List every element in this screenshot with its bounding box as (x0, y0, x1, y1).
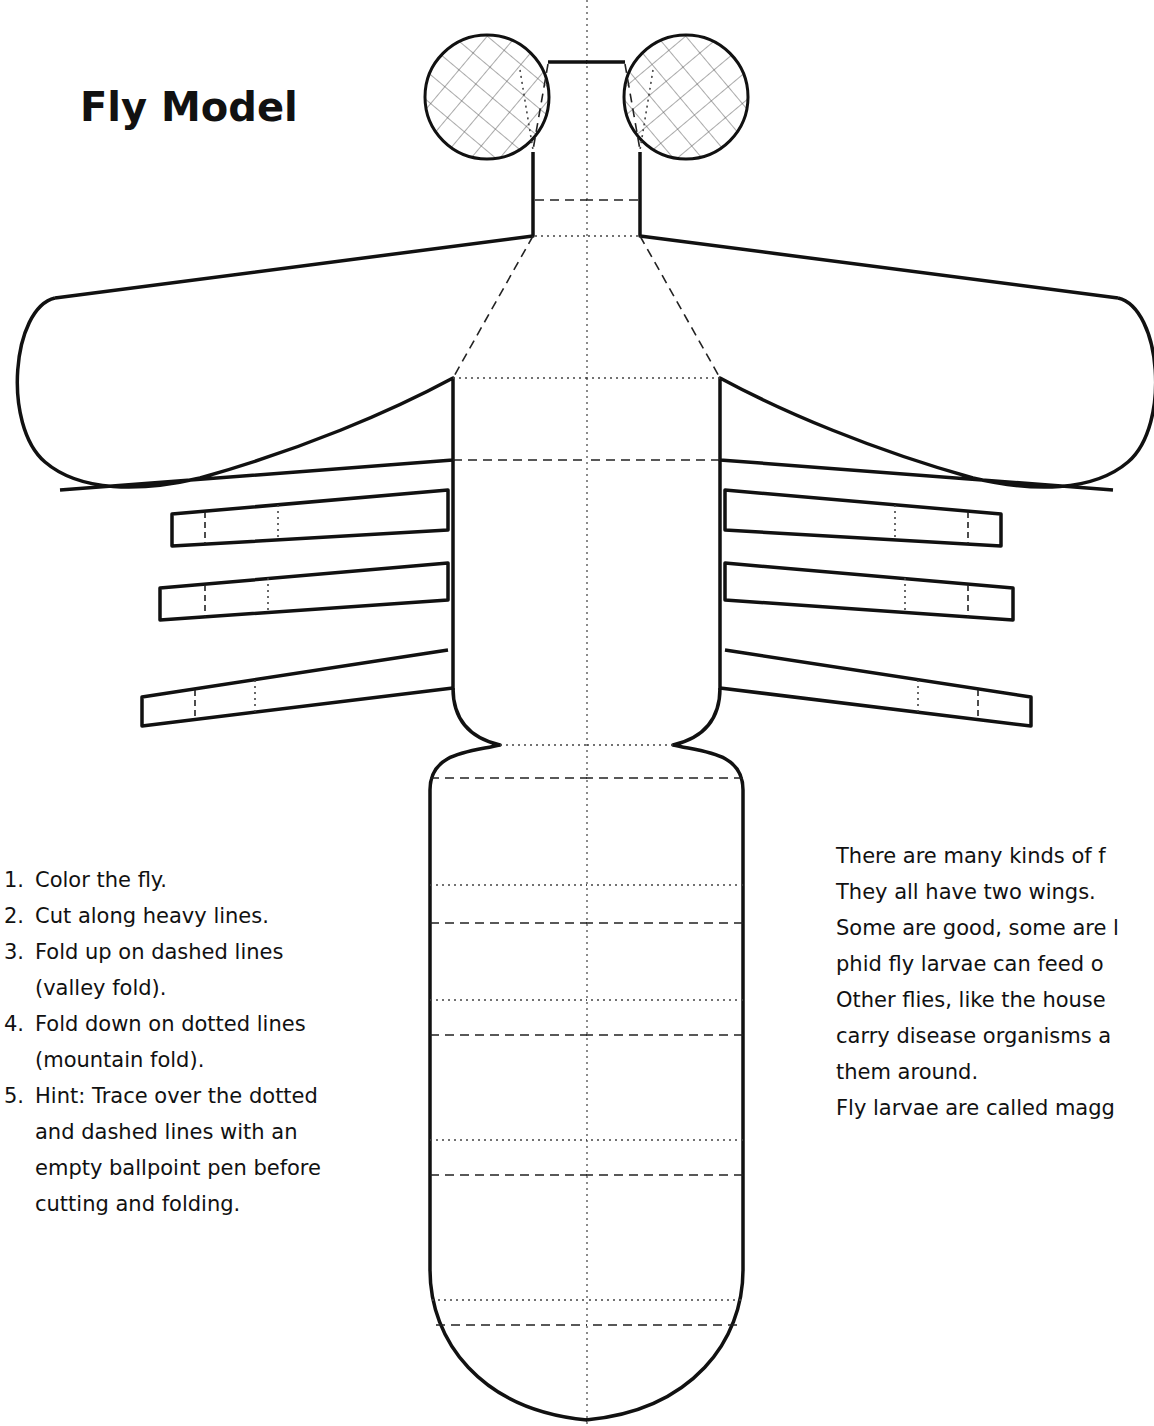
fly-half (17, 35, 587, 1420)
instruction-row: 2. Cut along heavy lines. (0, 898, 340, 934)
step-number: 1. (4, 862, 24, 898)
note-line: They all have two wings. (836, 874, 1096, 910)
step-number: 3. (4, 934, 24, 970)
fly-half-mirror (586, 35, 1154, 1420)
step-number: 4. (4, 1006, 24, 1042)
note-line: them around. (836, 1054, 978, 1090)
note-line: phid fly larvae can feed o (836, 946, 1104, 982)
instruction-row: 3. Fold up on dashed lines (valley fold). (0, 934, 340, 1006)
instruction-row: 4. Fold down on dotted lines (mountain fo… (0, 1006, 340, 1078)
step-number: 5. (4, 1078, 24, 1114)
instruction-text: Color the fly. (35, 862, 335, 898)
note-line: Fly larvae are called magg (836, 1090, 1115, 1126)
instruction-text: Cut along heavy lines. (35, 898, 335, 934)
cut-lines (17, 62, 587, 1420)
eye (425, 35, 549, 159)
instruction-text: Fold down on dotted lines (mountain fold… (35, 1006, 335, 1078)
step-number: 2. (4, 898, 24, 934)
instruction-text: Fold up on dashed lines (valley fold). (35, 934, 335, 1006)
title: Fly Model (80, 84, 298, 130)
center-fold (586, 0, 588, 1426)
note-line: carry disease organisms a (836, 1018, 1111, 1054)
note-line: Other flies, like the house (836, 982, 1106, 1018)
instruction-row: 5. Hint: Trace over the dotted and dashed… (0, 1078, 340, 1222)
note-line: There are many kinds of f (836, 838, 1106, 874)
dotted-folds (255, 70, 587, 1300)
instruction-row: 1. Color the fly. (0, 862, 340, 898)
note-line: Some are good, some are l (836, 910, 1119, 946)
instruction-text: Hint: Trace over the dotted and dashed l… (35, 1078, 335, 1222)
